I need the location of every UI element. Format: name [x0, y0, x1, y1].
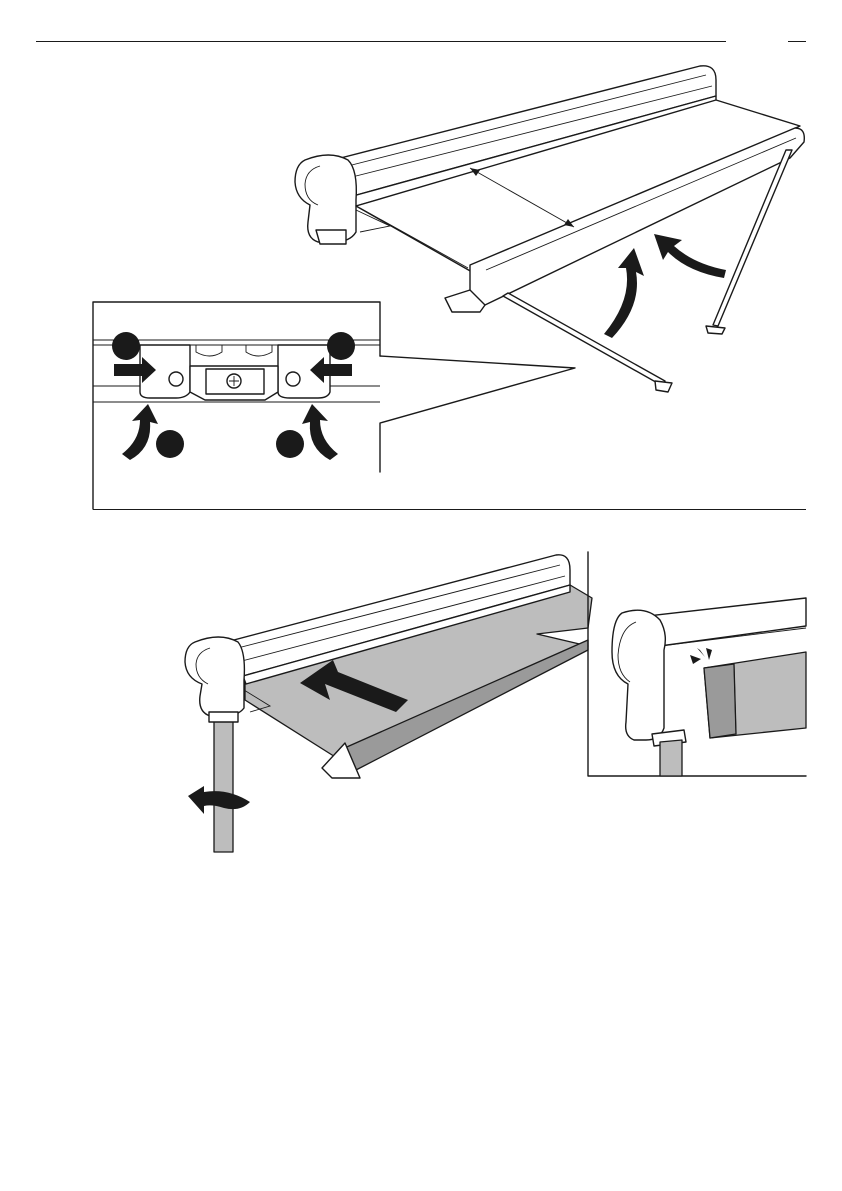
crank-rod-icon: [209, 712, 238, 852]
closed-end-detail-inset: [588, 552, 806, 776]
lift-arrow-icon: [604, 234, 726, 338]
click-marks-icon: [690, 648, 712, 664]
awning-retracting-with-crank: [185, 555, 592, 852]
fabric-roll-icon: [704, 652, 806, 738]
awning-extended-with-lift-arrows: [295, 66, 804, 392]
rotate-arrow-icon: [122, 404, 338, 460]
bracket-clip-icon: [140, 345, 330, 400]
screw-icon: [227, 374, 241, 388]
bracket-detail-inset: [93, 302, 575, 509]
